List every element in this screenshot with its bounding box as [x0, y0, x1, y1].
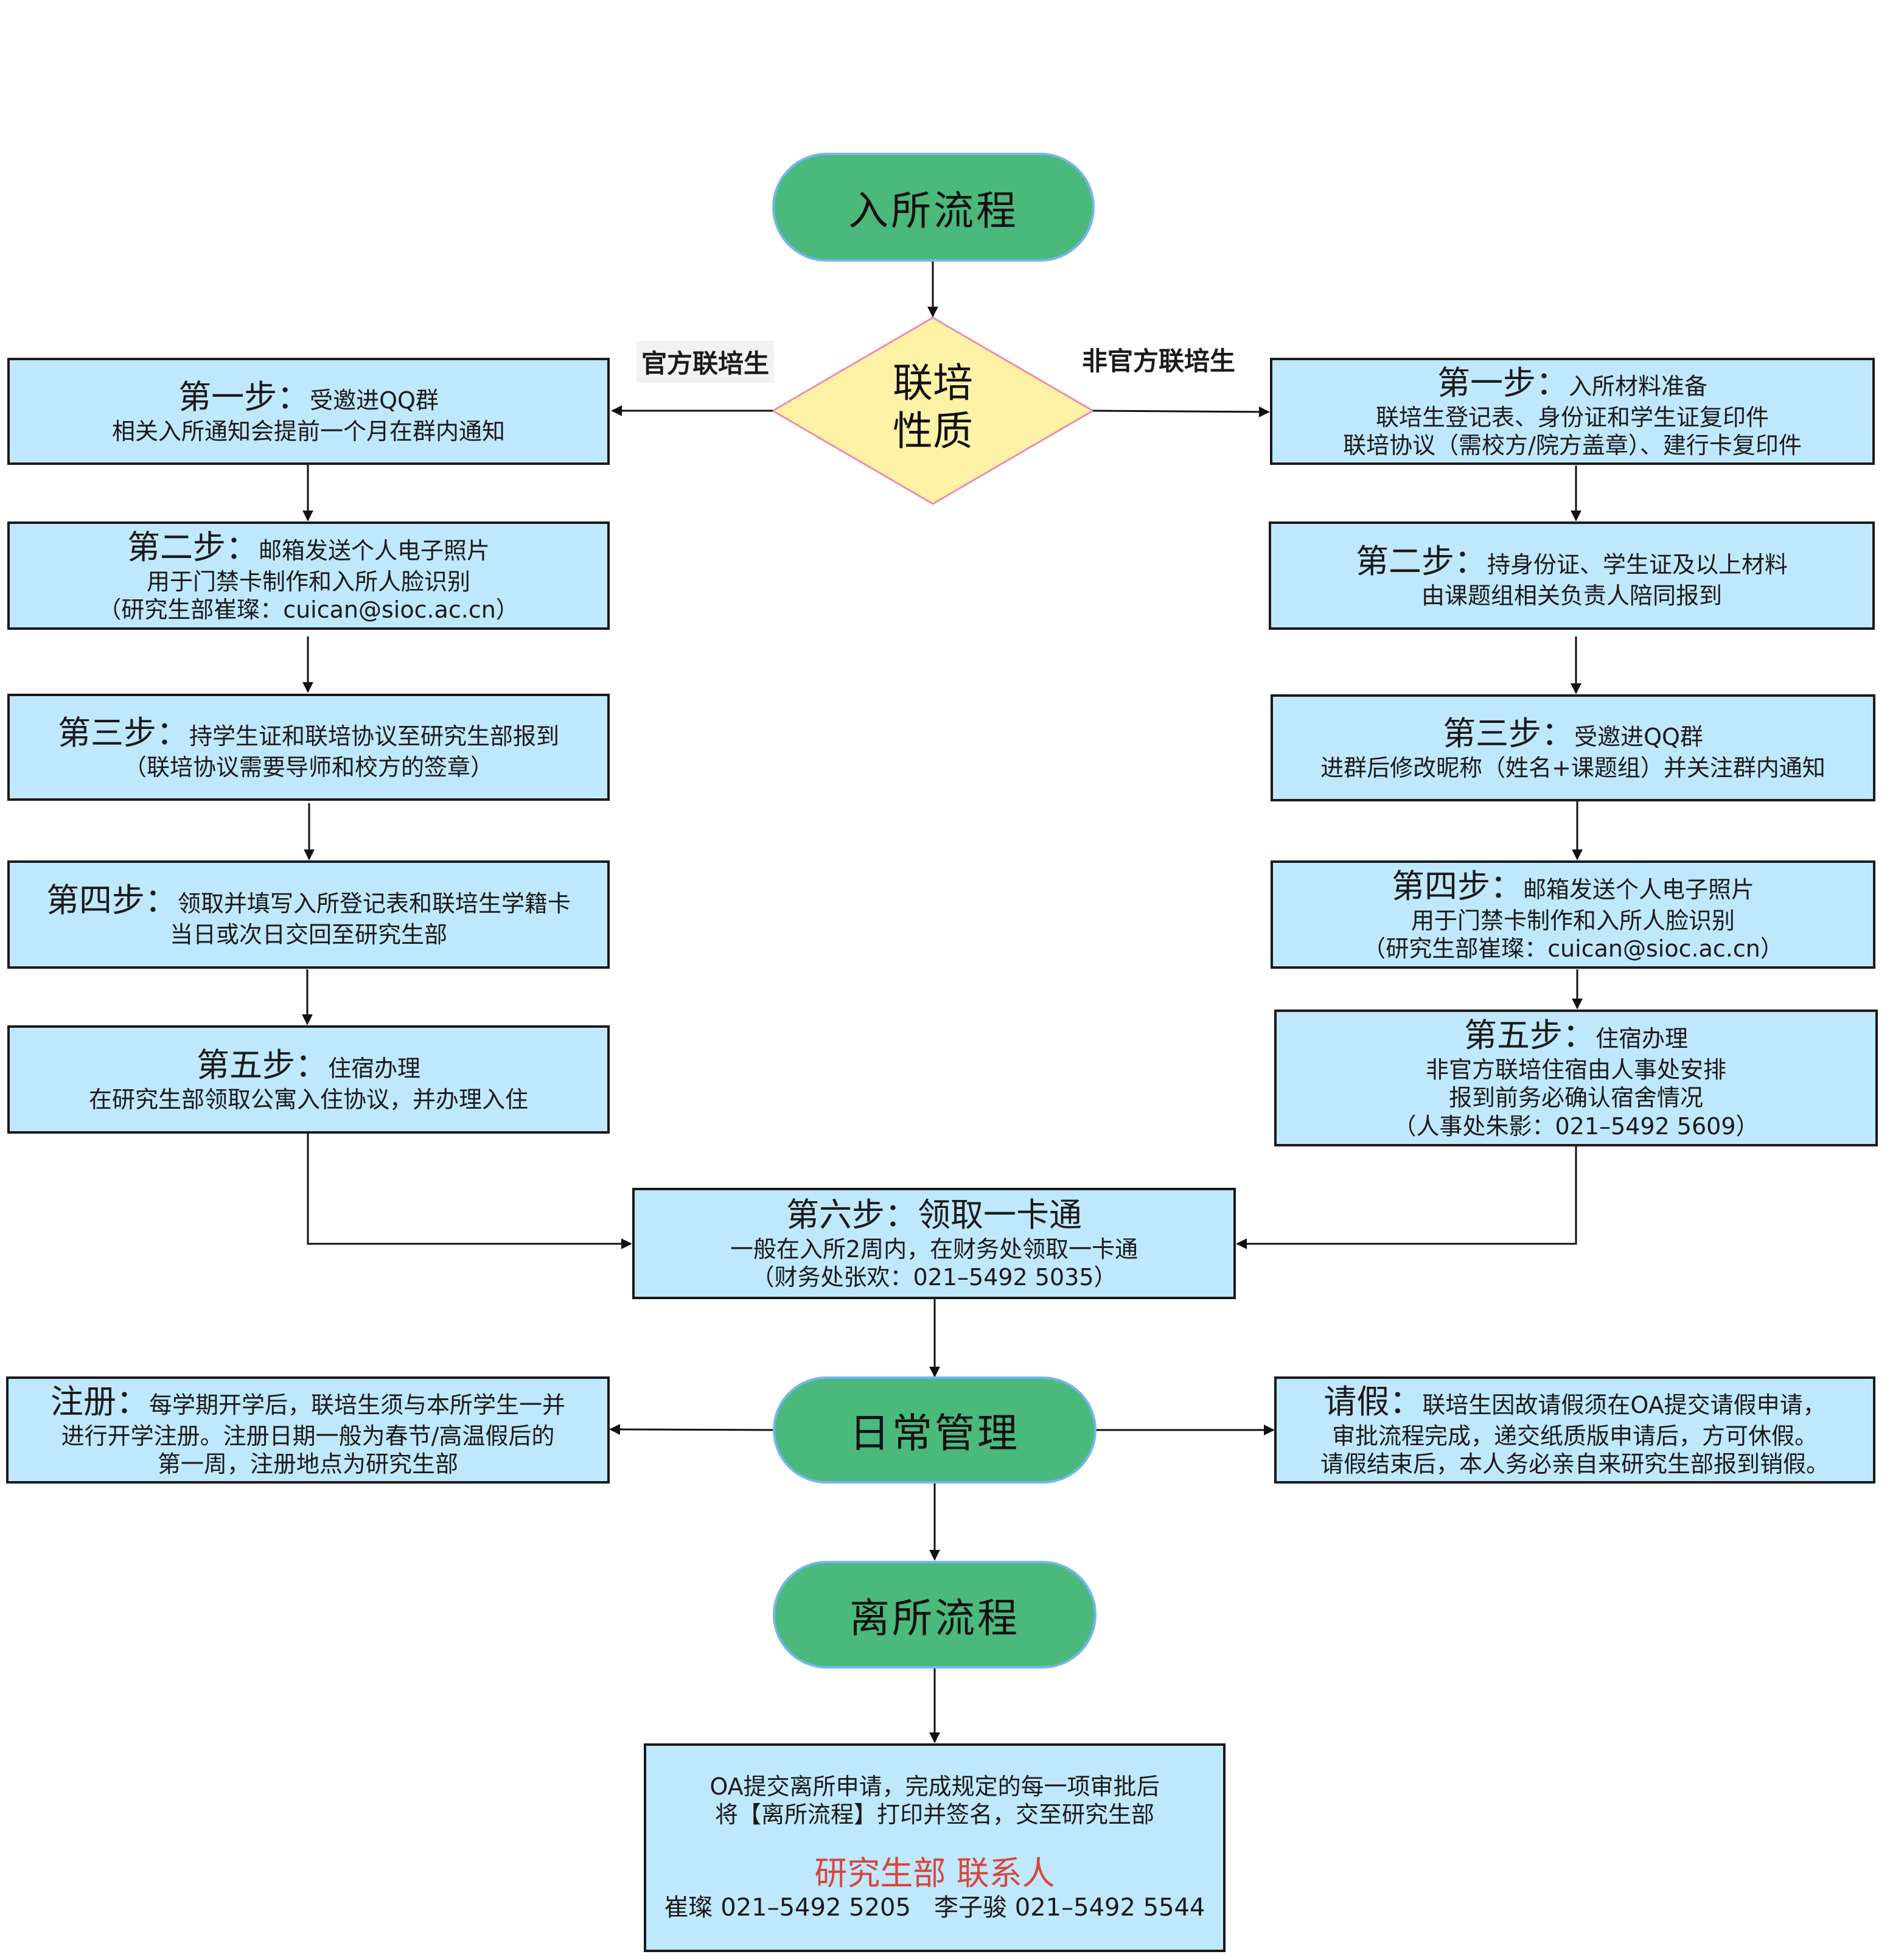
step-detail: 报到前务必确认宿舍情况: [1448, 1084, 1703, 1112]
step-number: 第三步：: [57, 713, 189, 752]
leave-box: 请假：联培生因故请假须在OA提交请假申请， 审批流程完成，递交纸质版申请后，方可…: [1274, 1376, 1875, 1484]
step-heading: 第四步：领取并填写入所登记表和联培生学籍卡: [46, 881, 571, 921]
register-detail: 第一周，注册地点为研究生部: [157, 1450, 458, 1477]
step-heading: 第五步：住宿办理: [1464, 1016, 1688, 1056]
step-number: 第二步：: [127, 528, 259, 567]
step-title: 住宿办理: [327, 1055, 420, 1082]
step-title: 持身份证、学生证及以上材料: [1487, 551, 1788, 578]
step-title: 受邀进QQ群: [310, 386, 439, 414]
step-heading: 第三步：持学生证和联培协议至研究生部报到: [58, 713, 559, 753]
step-title: 住宿办理: [1595, 1025, 1688, 1053]
decision-label: 联培 性质: [872, 359, 994, 455]
official-step-4: 第四步：领取并填写入所登记表和联培生学籍卡 当日或次日交回至研究生部: [7, 860, 610, 969]
step-detail: （研究生部崔璨：cuican@sioc.ac.cn）: [1362, 935, 1784, 962]
step-detail: 用于门禁卡制作和入所人脸识别: [1411, 907, 1735, 934]
step-detail: （财务处张欢：021–5492 5035）: [751, 1264, 1117, 1291]
step-title: 受邀进QQ群: [1574, 723, 1703, 750]
official-step-1: 第一步：受邀进QQ群 相关入所通知会提前一个月在群内通知: [7, 358, 610, 465]
contact-line: 崔璨 021–5492 5205 李子骏 021–5492 5544: [664, 1894, 1205, 1922]
step-detail: 在研究生部领取公寓入住协议，并办理入住: [88, 1086, 528, 1113]
step-heading: 第二步：持身份证、学生证及以上材料: [1356, 542, 1788, 582]
exit-terminal-label: 离所流程: [849, 1594, 1020, 1642]
step-6: 第六步：领取一卡通 一般在入所2周内，在财务处领取一卡通 （财务处张欢：021–…: [632, 1188, 1236, 1299]
step-heading: 第六步：领取一卡通: [786, 1195, 1082, 1235]
unofficial-step-2: 第二步：持身份证、学生证及以上材料 由课题组相关负责人陪同报到: [1269, 521, 1875, 630]
unofficial-step-3: 第三步：受邀进QQ群 进群后修改昵称（姓名+课题组）并关注群内通知: [1271, 694, 1875, 801]
decision-line-2: 性质: [893, 408, 973, 455]
step-title: 领取并填写入所登记表和联培生学籍卡: [177, 890, 571, 917]
step-detail: 联培生登记表、身份证和学生证复印件: [1375, 403, 1769, 431]
step-detail: 进群后修改昵称（姓名+课题组）并关注群内通知: [1320, 754, 1825, 781]
start-terminal-label: 入所流程: [848, 187, 1019, 234]
step-heading: 第五步：住宿办理: [197, 1045, 420, 1086]
decision-diamond: [771, 316, 1095, 505]
step-heading: 第二步：邮箱发送个人电子照片: [127, 528, 490, 568]
leave-detail: 请假结束后，本人务必亲自来研究生部报到销假。: [1320, 1450, 1829, 1477]
step-title: 持学生证和联培协议至研究生部报到: [189, 722, 559, 750]
unofficial-step-4: 第四步：邮箱发送个人电子照片 用于门禁卡制作和入所人脸识别 （研究生部崔璨：cu…: [1271, 860, 1875, 969]
connector-decision-to-unofficial: [1092, 406, 1270, 417]
exit-box: OA提交离所申请，完成规定的每一项审批后 将【离所流程】打印并签名，交至研究生部…: [644, 1743, 1226, 1952]
step-number: 第一步：: [1437, 363, 1569, 402]
step-detail: （研究生部崔璨：cuican@sioc.ac.cn）: [98, 596, 519, 623]
register-label: 注册：: [50, 1382, 149, 1421]
register-box: 注册：每学期开学后，联培生须与本所学生一并 进行开学注册。注册日期一般为春节/高…: [6, 1376, 610, 1484]
connector-right-5-to-step6: [1236, 1146, 1577, 1249]
exit-detail: OA提交离所申请，完成规定的每一项审批后: [710, 1773, 1160, 1800]
step-title: 邮箱发送个人电子照片: [1522, 876, 1754, 903]
step-heading: 第三步：受邀进QQ群: [1443, 714, 1703, 754]
step-number: 第一步：: [178, 377, 310, 416]
register-detail: 进行开学注册。注册日期一般为春节/高温假后的: [61, 1422, 555, 1449]
step-title: 邮箱发送个人电子照片: [258, 537, 490, 564]
step-heading: 第一步：受邀进QQ群: [178, 377, 439, 417]
daily-terminal: 日常管理: [773, 1376, 1097, 1484]
step-number: 第三步：: [1443, 714, 1575, 753]
exit-detail: 将【离所流程】打印并签名，交至研究生部: [714, 1801, 1154, 1829]
contact-title: 研究生部 联系人: [814, 1854, 1055, 1892]
step-title: 入所材料准备: [1568, 372, 1707, 400]
register-heading: 注册：每学期开学后，联培生须与本所学生一并: [51, 1382, 565, 1422]
step-number: 第五步：: [1463, 1016, 1595, 1055]
register-text: 每学期开学后，联培生须与本所学生一并: [148, 1391, 565, 1418]
leave-label: 请假：: [1323, 1382, 1423, 1421]
connector-left-5-to-step6: [307, 1133, 632, 1249]
step-detail: 非官方联培住宿由人事处安排: [1425, 1056, 1726, 1083]
step-detail: （人事处朱影：021–5492 5609）: [1393, 1112, 1759, 1140]
step-number: 第六步：: [786, 1196, 918, 1235]
step-heading: 第四步：邮箱发送个人电子照片: [1392, 867, 1754, 907]
branch-label-unofficial: 非官方联培生: [1082, 346, 1236, 376]
start-terminal: 入所流程: [772, 153, 1095, 262]
daily-terminal-label: 日常管理: [849, 1410, 1020, 1457]
step-detail: 一般在入所2周内，在财务处领取一卡通: [730, 1236, 1139, 1263]
leave-detail: 审批流程完成，递交纸质版申请后，方可休假。: [1331, 1422, 1818, 1449]
step-number: 第四步：: [1391, 867, 1523, 905]
connector-daily-to-register: [609, 1424, 773, 1435]
step-detail: 用于门禁卡制作和入所人脸识别: [146, 568, 470, 595]
step-number: 第四步：: [46, 881, 178, 919]
step-title: 领取一卡通: [918, 1196, 1082, 1235]
unofficial-step-5: 第五步：住宿办理 非官方联培住宿由人事处安排 报到前务必确认宿舍情况 （人事处朱…: [1274, 1010, 1878, 1146]
leave-text: 联培生因故请假须在OA提交请假申请，: [1422, 1391, 1826, 1418]
decision-line-1: 联培: [893, 360, 973, 406]
step-detail: 由课题组相关负责人陪同报到: [1421, 582, 1722, 609]
step-number: 第五步：: [196, 1045, 328, 1084]
step-detail: 联培协议（需校方/院方盖章）、建行卡复印件: [1343, 431, 1802, 459]
step-heading: 第一步：入所材料准备: [1437, 363, 1707, 403]
exit-terminal: 离所流程: [773, 1561, 1097, 1669]
branch-label-official: 官方联培生: [636, 341, 775, 383]
step-number: 第二步：: [1355, 542, 1487, 581]
official-step-3: 第三步：持学生证和联培协议至研究生部报到 （联培协议需要导师和校方的签章）: [7, 694, 610, 801]
official-step-2: 第二步：邮箱发送个人电子照片 用于门禁卡制作和入所人脸识别 （研究生部崔璨：cu…: [7, 521, 610, 630]
official-step-5: 第五步：住宿办理 在研究生部领取公寓入住协议，并办理入住: [7, 1025, 610, 1134]
leave-heading: 请假：联培生因故请假须在OA提交请假申请，: [1323, 1382, 1825, 1422]
step-detail: 当日或次日交回至研究生部: [169, 921, 447, 948]
step-detail: （联培协议需要导师和校方的签章）: [123, 753, 493, 781]
step-detail: 相关入所通知会提前一个月在群内通知: [111, 417, 505, 445]
unofficial-step-1: 第一步：入所材料准备 联培生登记表、身份证和学生证复印件 联培协议（需校方/院方…: [1270, 358, 1875, 465]
